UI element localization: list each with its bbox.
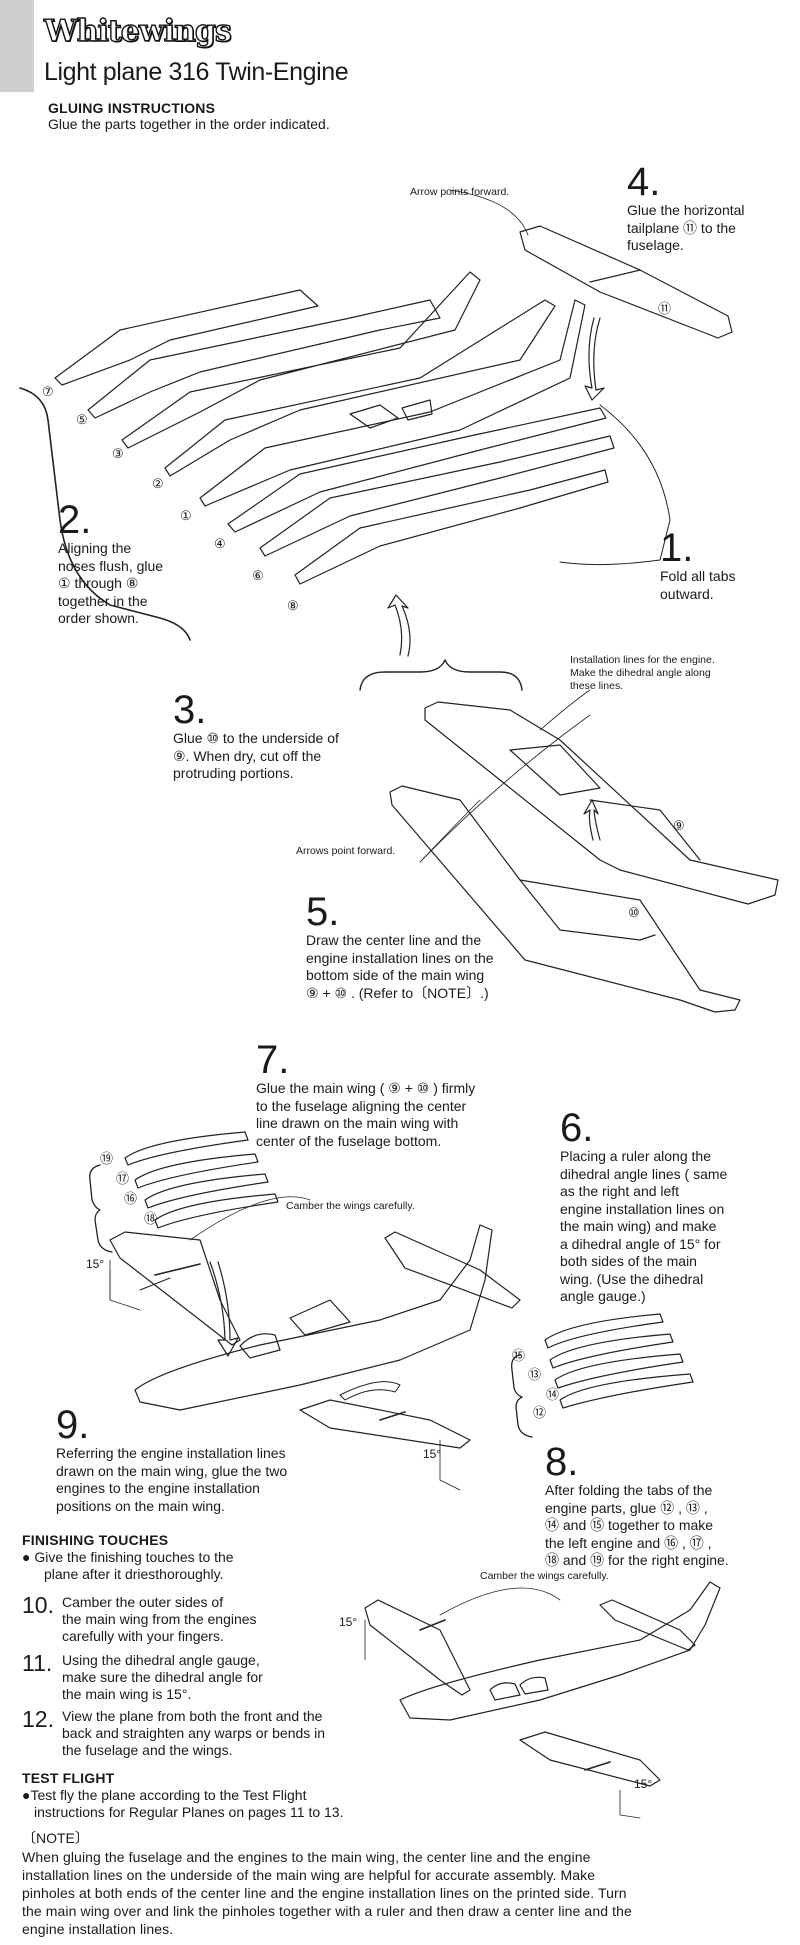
part-label-14: ⑭ <box>546 1387 560 1402</box>
part-label-18: ⑱ <box>144 1211 158 1226</box>
part-label-8: ⑧ <box>287 598 299 613</box>
test-flight-text: ●Test fly the plane according to the Tes… <box>22 1787 344 1820</box>
tailplane-part-11 <box>519 225 733 339</box>
callout-install-lines-3: these lines. <box>570 680 624 692</box>
step-6-text: Placing a ruler along the dihedral angle… <box>560 1148 728 1304</box>
part-label-1: ① <box>180 508 192 523</box>
step-5: 5. Draw the center line and the engine i… <box>306 892 494 1002</box>
finishing-item-11: 11. Using the dihedral angle gauge, make… <box>22 1650 263 1703</box>
step-7-number: 7. <box>256 1038 290 1082</box>
part-label-2: ② <box>152 476 164 491</box>
part-label-9: ⑨ <box>673 818 685 833</box>
part-label-4: ④ <box>214 536 226 551</box>
step-8-number: 8. <box>545 1440 579 1484</box>
finishing-item-10: 10. Camber the outer sides of the main w… <box>22 1592 257 1645</box>
step-9-number: 9. <box>56 1403 90 1447</box>
angle-label-a: 15° <box>86 1257 105 1271</box>
step-7: 7. Glue the main wing ( ⑨ + ⑩ ) firmly t… <box>256 1040 475 1150</box>
engine-parts-16-19 <box>124 1131 279 1229</box>
step-1-text: Fold all tabs outward. <box>660 568 736 602</box>
step-6-number: 6. <box>560 1106 594 1150</box>
step-2-text: Aligning the noses flush, glue ① through… <box>58 540 164 626</box>
part-label-3: ③ <box>112 446 124 461</box>
part-label-19: ⑲ <box>100 1151 114 1166</box>
angle-label-d: 15° <box>634 1777 653 1791</box>
callout-install-lines-2: Make the dihedral angle along <box>570 667 711 679</box>
part-label-12: ⑫ <box>533 1405 547 1420</box>
step-1-number: 1. <box>660 526 694 570</box>
angle-label-c: 15° <box>339 1615 358 1629</box>
callout-camber-1: Camber the wings carefully. <box>286 1200 415 1212</box>
gluing-title: GLUING INSTRUCTIONS <box>48 100 216 116</box>
gluing-subtitle: Glue the parts together in the order ind… <box>48 116 330 132</box>
step-8: 8. After folding the tabs of the engine … <box>545 1442 729 1570</box>
angle-label-b: 15° <box>423 1447 442 1461</box>
part-label-6: ⑥ <box>252 568 264 583</box>
part-label-10: ⑩ <box>628 905 640 920</box>
part-label-17: ⑰ <box>116 1171 130 1186</box>
product-title: Light plane 316 Twin-Engine <box>44 58 349 86</box>
callout-arrows-forward: Arrows point forward. <box>296 845 396 857</box>
header-gray-bar <box>0 0 34 92</box>
step-1: 1. Fold all tabs outward. <box>660 528 735 603</box>
finishing-item-12: 12. View the plane from both the front a… <box>22 1706 326 1759</box>
step-3-number: 3. <box>173 688 207 732</box>
step-9: 9. Referring the engine installation lin… <box>56 1405 287 1515</box>
fuselage-layers <box>54 271 615 585</box>
part-label-5: ⑤ <box>76 412 88 427</box>
finishing-title: FINISHING TOUCHES <box>22 1532 169 1548</box>
arrow-down <box>584 317 605 401</box>
step-2-number: 2. <box>58 498 92 542</box>
main-wing-part-10 <box>389 785 741 1013</box>
part-label-11: ⑪ <box>658 301 672 316</box>
part-label-13: ⑬ <box>528 1367 542 1382</box>
plane-assembly-step7 <box>109 1224 521 1449</box>
step-4-text: Glue the horizontal tailplane ⑪ to the f… <box>627 202 745 253</box>
callout-install-lines-1: Installation lines for the engine. <box>570 654 715 666</box>
part-label-15: ⑮ <box>512 1348 526 1363</box>
note-text: When gluing the fuselage and the engines… <box>22 1849 632 1937</box>
plane-assembly-finished <box>364 1581 721 1787</box>
note-title: 〔NOTE〕 <box>22 1830 89 1846</box>
brand-logo: Whitewings <box>43 13 232 49</box>
step-2: 2. Aligning the noses flush, glue ① thro… <box>58 500 163 628</box>
arrow-up <box>387 594 411 657</box>
step-5-number: 5. <box>306 890 340 934</box>
callout-camber-2: Camber the wings carefully. <box>480 1570 609 1582</box>
engine-parts-12-15 <box>544 1313 694 1409</box>
step-4-number: 4. <box>627 160 661 204</box>
fuselage-brace <box>19 387 191 641</box>
step-4: 4. Glue the horizontal tailplane ⑪ to th… <box>627 162 745 255</box>
part-label-16: ⑯ <box>124 1191 138 1206</box>
main-wing-part-9 <box>424 701 779 905</box>
step-5-text: Draw the center line and the engine inst… <box>306 932 494 1001</box>
step-9-text: Referring the engine installation lines … <box>56 1445 288 1514</box>
step-8-text: After folding the tabs of the engine par… <box>545 1482 729 1568</box>
test-flight-title: TEST FLIGHT <box>22 1770 115 1786</box>
part-label-7: ⑦ <box>42 384 54 399</box>
step-3: 3. Glue ⑩ to the underside of ⑨. When dr… <box>173 690 339 783</box>
finishing-intro: ● Give the finishing touches to the plan… <box>22 1549 234 1582</box>
step-7-text: Glue the main wing ( ⑨ + ⑩ ) firmly to t… <box>256 1080 476 1149</box>
step-3-text: Glue ⑩ to the underside of ⑨. When dry, … <box>173 730 339 781</box>
step-6: 6. Placing a ruler along the dihedral an… <box>560 1108 727 1306</box>
callout-arrow-forward: Arrow points forward. <box>410 186 510 198</box>
